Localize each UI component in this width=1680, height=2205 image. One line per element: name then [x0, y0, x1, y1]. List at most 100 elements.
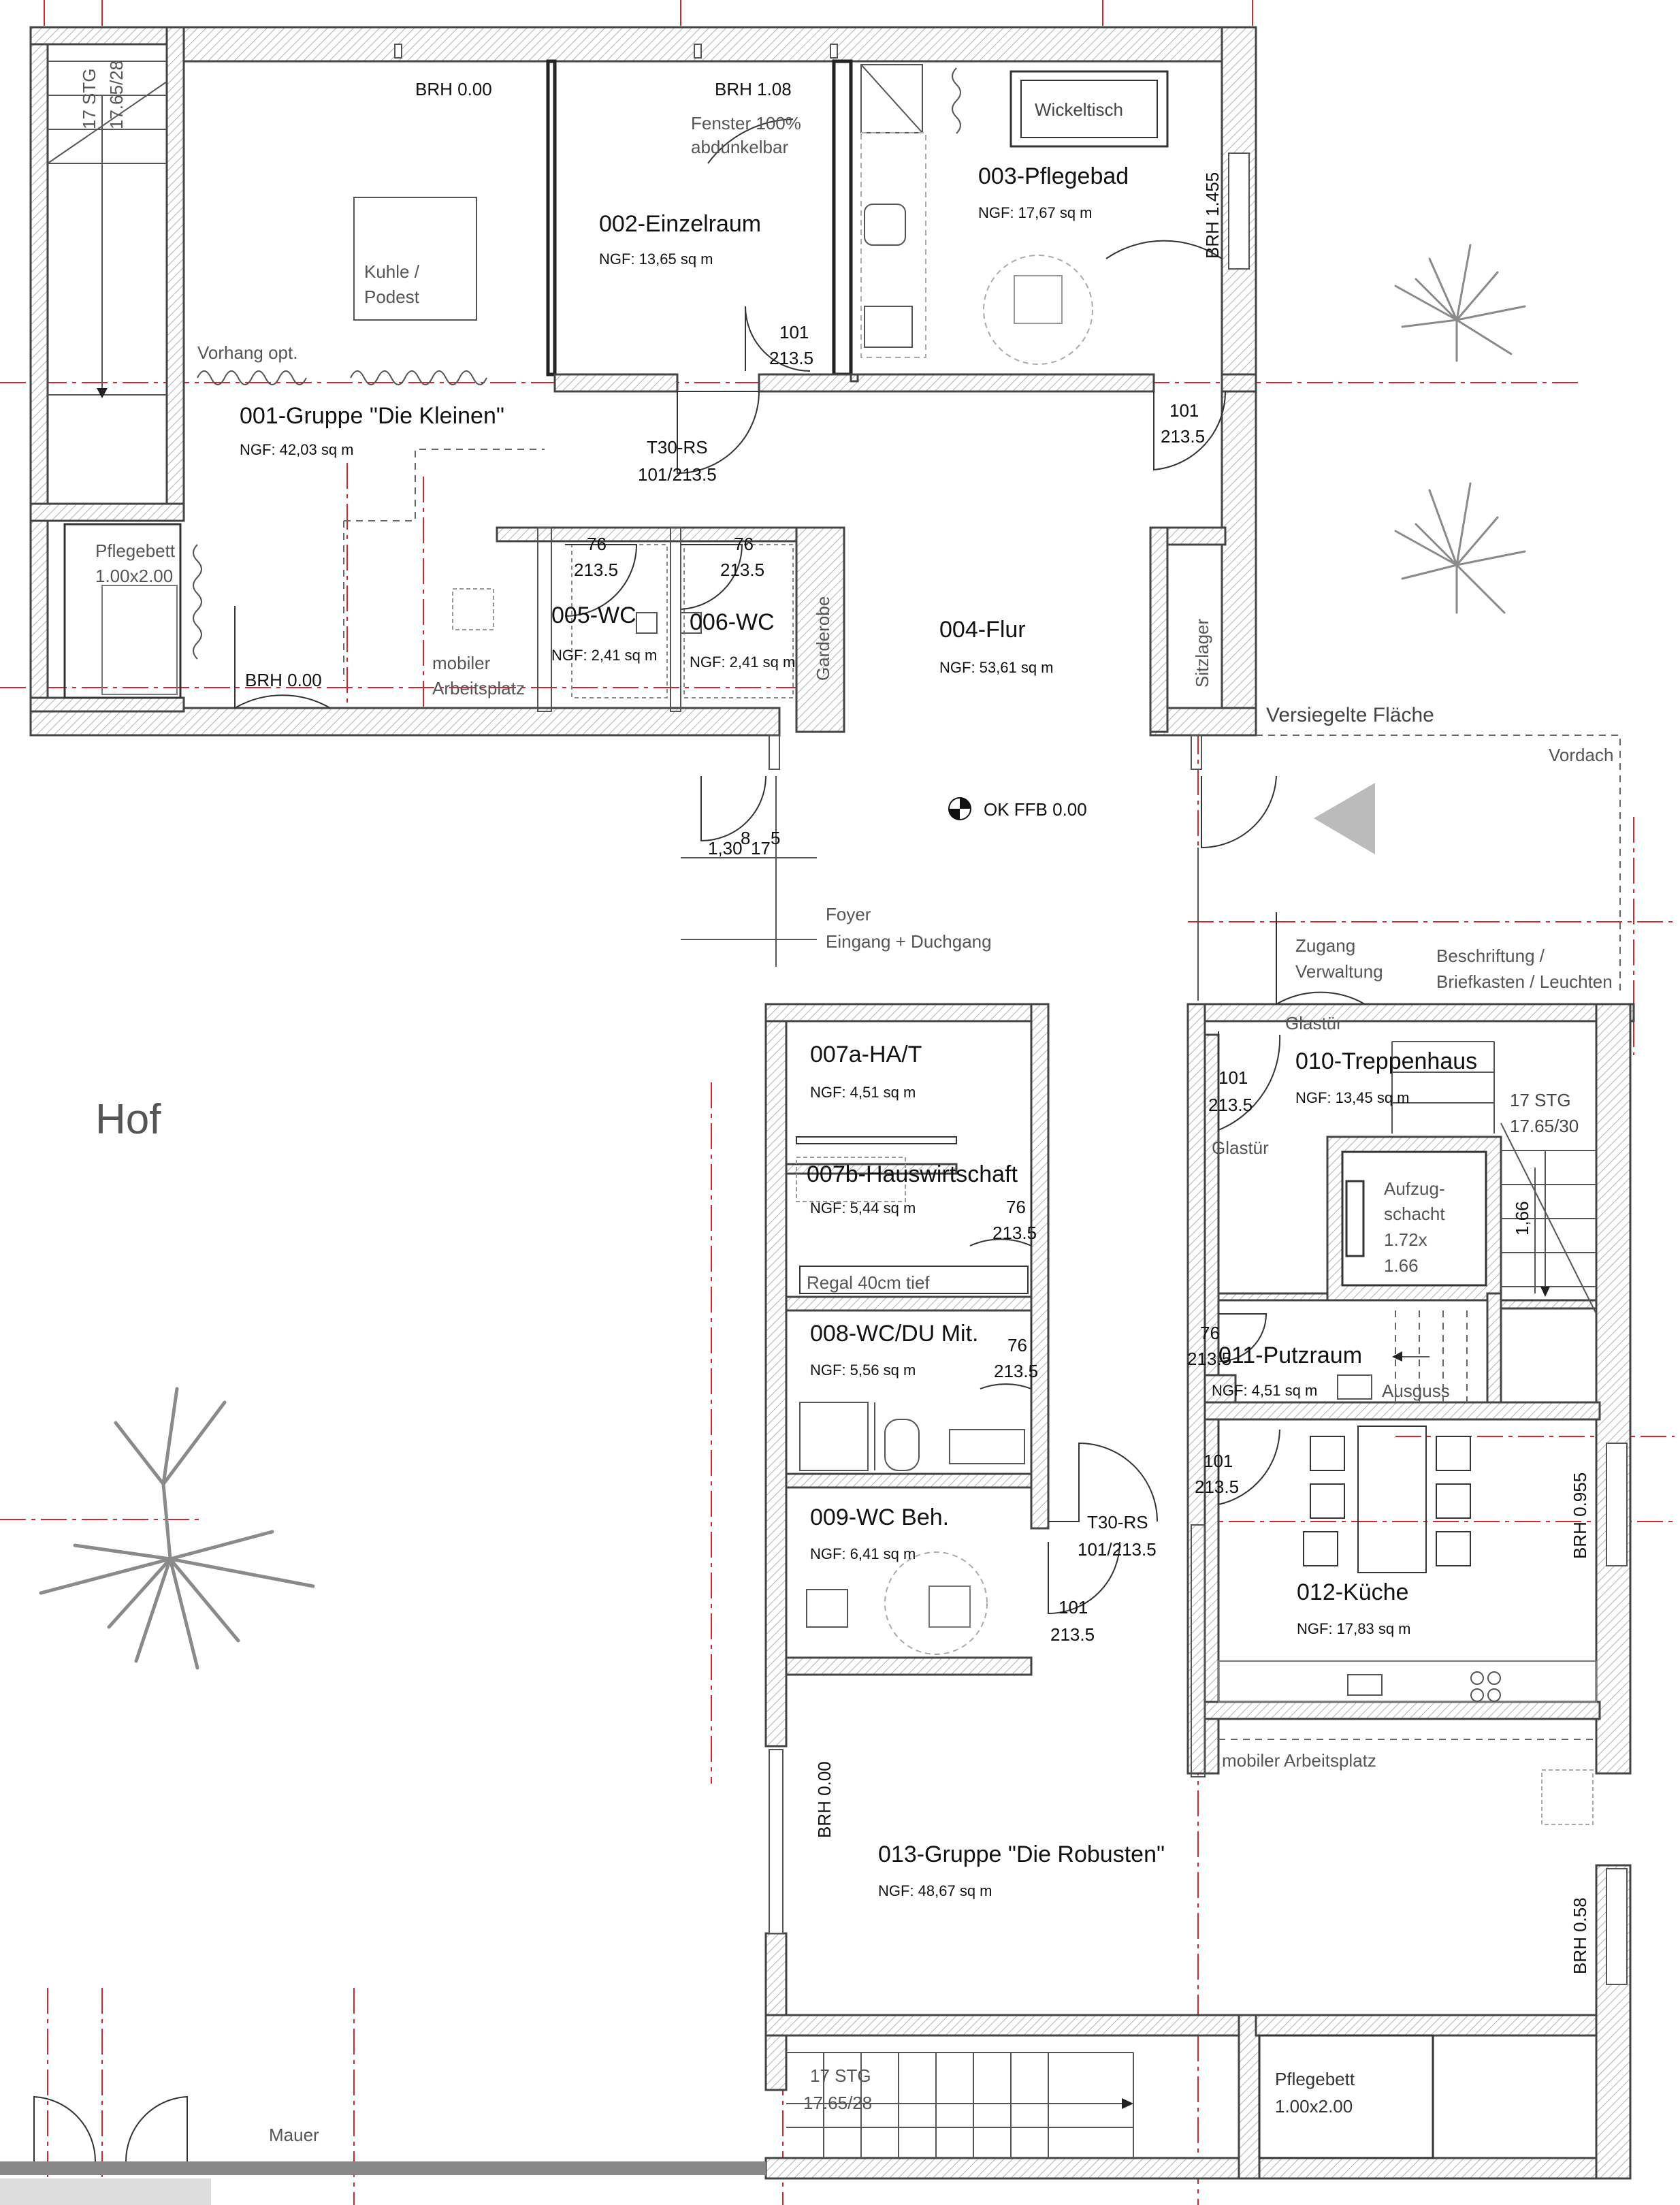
room-008-name: 008-WC/DU Mit. — [810, 1321, 978, 1347]
room-005-name: 005-WC — [551, 602, 636, 628]
foyer-label: Foyer — [826, 904, 871, 924]
verwaltung-label: Verwaltung — [1295, 961, 1383, 982]
room-010-name: 010-Treppenhaus — [1295, 1048, 1477, 1074]
door-011-width: 76 — [1200, 1323, 1220, 1343]
wickeltisch-label: Wickeltisch — [1035, 99, 1123, 120]
stg-nw-label: 17 STG — [79, 68, 99, 129]
door-007-width: 76 — [1006, 1197, 1026, 1217]
door-003-width: 101 — [1169, 400, 1199, 421]
vordach-label: Vordach — [1549, 745, 1613, 765]
dim-17: 17 — [751, 838, 771, 858]
pflegebett-nw-label: Pflegebett — [95, 541, 176, 561]
pflegebett-s-label: Pflegebett — [1275, 2069, 1355, 2089]
glastuer-label-1: Glastür — [1285, 1013, 1342, 1033]
room-006-name: 006-WC — [690, 609, 775, 635]
room-013-area: NGF: 48,67 sq m — [878, 1882, 992, 1899]
door-t30-south-type: T30-RS — [1087, 1512, 1148, 1532]
glastuer-label-2: Glastür — [1212, 1138, 1269, 1158]
annotations: Hof Mauer Versiegelte Fläche Vordach OK … — [79, 61, 1613, 2145]
room-011-name: 011-Putzraum — [1218, 1342, 1362, 1368]
room-004-area: NGF: 53,61 sq m — [939, 659, 1054, 676]
ok-ffb-label: OK FFB 0.00 — [984, 799, 1087, 820]
mauer-label: Mauer — [269, 2125, 319, 2145]
tree-icon — [39, 1387, 315, 1670]
brh-001-top: BRH 0.00 — [415, 79, 492, 99]
door-labels: T30-RS 101/213.5 T30-RS 101/213.5 101 21… — [574, 322, 1253, 1645]
hof-label: Hof — [95, 1096, 161, 1143]
door-002-width: 101 — [779, 322, 809, 342]
pflegebett-s-size: 1.00x2.00 — [1275, 2096, 1353, 2117]
room-006-area: NGF: 2,41 sq m — [690, 654, 795, 671]
brh-013-west: BRH 0.00 — [814, 1761, 835, 1838]
fenster-label: Fenster 100% — [691, 113, 801, 133]
mobiler-arbeitsplatz-label: mobiler Arbeitsplatz — [1222, 1750, 1376, 1771]
room-009-name: 009-WC Beh. — [810, 1504, 949, 1530]
level-symbol — [948, 797, 971, 820]
putzraum-lines — [1337, 1310, 1468, 1402]
door-009-height: 213.5 — [1050, 1624, 1095, 1645]
door-t30-north-size: 101/213.5 — [638, 464, 717, 485]
aufzug-label-3: 1.72x — [1384, 1229, 1427, 1250]
pflegebett-nw-size: 1.00x2.00 — [95, 566, 173, 586]
brh-013-east: BRH 0.58 — [1570, 1897, 1590, 1974]
room-007a-name: 007a-HA/T — [810, 1042, 922, 1067]
garderobe-label: Garderobe — [813, 596, 833, 681]
door-005-width: 76 — [587, 534, 607, 554]
sitzlager-label: Sitzlager — [1192, 619, 1212, 688]
brh-012: BRH 0.955 — [1570, 1472, 1590, 1559]
arbeitsplatz-label: Arbeitsplatz — [432, 678, 525, 698]
door-005-height: 213.5 — [574, 560, 618, 580]
door-008-width: 76 — [1007, 1335, 1027, 1355]
door-007-height: 213.5 — [992, 1223, 1037, 1243]
door-003-height: 213.5 — [1161, 426, 1205, 447]
brh-labels: BRH 0.00 BRH 1.08 BRH 1.455 BRH 0.00 BRH… — [245, 79, 1590, 1974]
vorhang-label: Vorhang opt. — [197, 342, 297, 363]
pflegebett-south — [1258, 2034, 1434, 2159]
stair-south — [786, 2052, 1134, 2158]
fixtures — [47, 44, 1628, 2159]
door-006-width: 76 — [734, 534, 754, 554]
podest-label: Podest — [364, 287, 420, 307]
kuhle-podest — [353, 197, 477, 321]
stg-s-label: 17 STG — [810, 2065, 871, 2086]
brh-001-bottom: BRH 0.00 — [245, 670, 322, 690]
door-011-height: 213.5 — [1187, 1349, 1231, 1369]
doors — [33, 118, 1366, 2162]
door-010-width: 101 — [1218, 1067, 1248, 1088]
room-001-name: 001-Gruppe "Die Kleinen" — [240, 403, 504, 429]
pflegebett-nw — [63, 523, 182, 699]
door-008-height: 213.5 — [994, 1361, 1038, 1381]
stair-east — [1391, 1041, 1597, 1315]
entry-arrow — [1314, 783, 1375, 854]
abdunkelbar-label: abdunkelbar — [691, 137, 788, 157]
room-003-name: 003-Pflegebad — [978, 163, 1129, 189]
wickeltisch — [1009, 70, 1169, 148]
walls — [0, 26, 1635, 2205]
dim-5: 5 — [771, 828, 780, 848]
stg-nw-ratio: 17.65/28 — [106, 61, 127, 129]
dim-8: 8 — [741, 828, 750, 848]
aufzug-label-4: 1.66 — [1384, 1255, 1419, 1276]
stair-nw — [47, 61, 167, 398]
stair-dim-label: 1,66 — [1512, 1201, 1532, 1236]
door-010-height: 213.5 — [1208, 1095, 1253, 1115]
room-007b-name: 007b-Hauswirtschaft — [807, 1161, 1018, 1187]
door-009-width: 101 — [1059, 1597, 1088, 1617]
door-006-height: 213.5 — [720, 560, 764, 580]
ausguss-label: Ausguss — [1382, 1381, 1450, 1401]
beschriftung-label: Beschriftung / — [1436, 946, 1545, 966]
dim-130: 1,30 — [708, 838, 743, 858]
room-002-area: NGF: 13,65 sq m — [599, 251, 713, 268]
room-007b-area: NGF: 5,44 sq m — [810, 1200, 916, 1217]
kuhle-label: Kuhle / — [364, 261, 420, 282]
room-012-name: 012-Küche — [1297, 1579, 1408, 1605]
zugang-label: Zugang — [1295, 935, 1355, 956]
stg-s-ratio: 17.65/28 — [803, 2093, 872, 2113]
tree-icon — [1394, 244, 1526, 362]
brh-002: BRH 1.08 — [715, 79, 792, 99]
room-008-area: NGF: 5,56 sq m — [810, 1362, 916, 1379]
room-005-area: NGF: 2,41 sq m — [551, 647, 657, 664]
room-003-area: NGF: 17,67 sq m — [978, 204, 1093, 221]
regal — [799, 1266, 1029, 1294]
room-002-name: 002-Einzelraum — [599, 211, 761, 237]
